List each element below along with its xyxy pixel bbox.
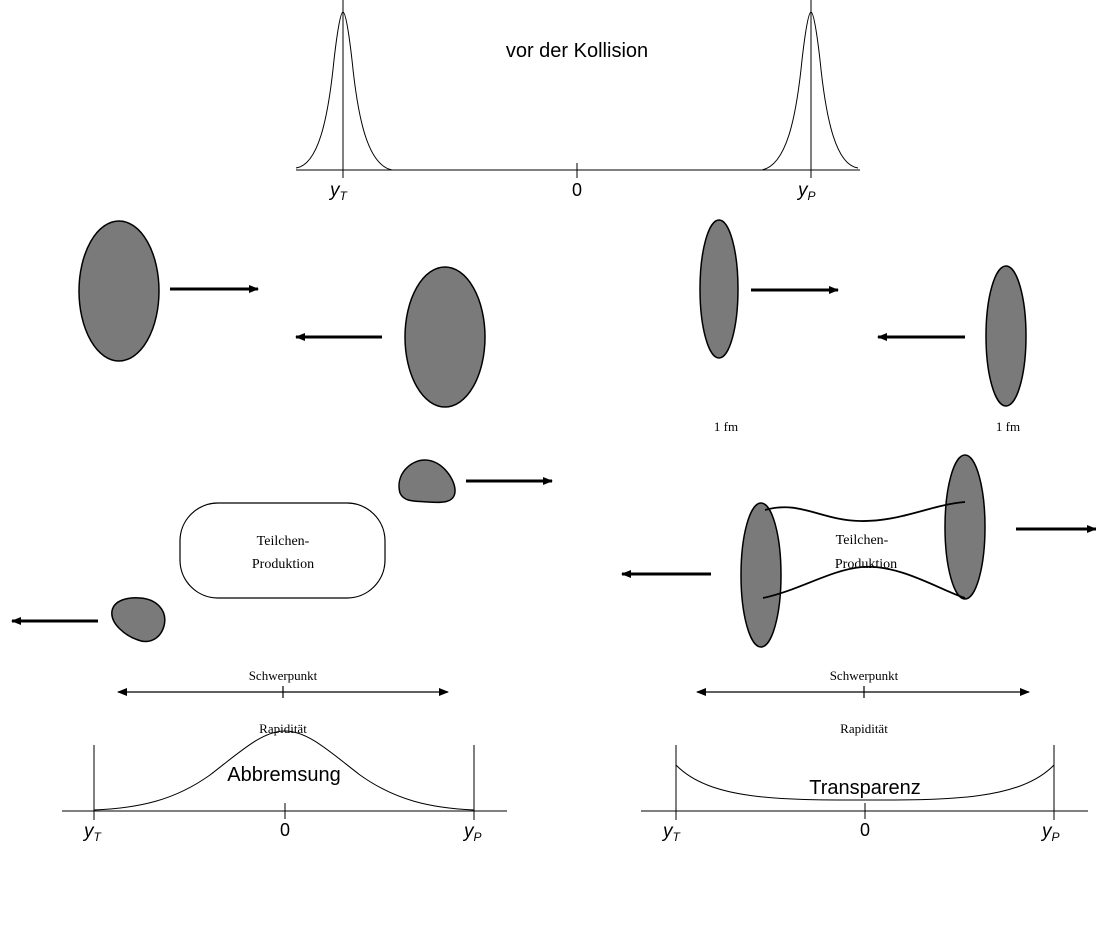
projectile-nucleus-right bbox=[985, 265, 1027, 407]
top-tick-label-yp: yP bbox=[796, 180, 816, 203]
scale-label-left: 1 fm bbox=[714, 419, 738, 434]
transparency-tick-label-yp: yP bbox=[1040, 821, 1060, 844]
stopping-title: Abbremsung bbox=[227, 764, 340, 786]
projectile-nucleus-left bbox=[404, 266, 486, 408]
production-label-line1-right: Teilchen- bbox=[836, 533, 889, 548]
transparency-plot: Transparenz yT 0 yP bbox=[641, 745, 1088, 844]
stopping-tick-label-yt: yT bbox=[82, 821, 103, 844]
left-collision-scene: Teilchen- Produktion Schwerpunkt Rapidit… bbox=[11, 459, 553, 736]
transparency-tick-label-yt: yT bbox=[661, 821, 682, 844]
cm-label-left: Schwerpunkt bbox=[249, 668, 318, 683]
top-rapidity-plot: vor der Kollision yT 0 yP bbox=[295, 0, 860, 203]
scale-label-right: 1 fm bbox=[996, 419, 1020, 434]
stopping-plot: Abbremsung yT 0 yP bbox=[62, 730, 507, 844]
string-lower bbox=[762, 565, 966, 599]
target-peak-curve bbox=[295, 11, 393, 171]
projectile-remnant-right bbox=[944, 454, 986, 600]
stopping-tick-label-yp: yP bbox=[462, 821, 482, 844]
left-approach-scene bbox=[78, 220, 486, 408]
projectile-peak-curve bbox=[761, 11, 859, 171]
top-tick-label-yt: yT bbox=[328, 180, 349, 203]
production-box-left bbox=[179, 502, 386, 599]
top-tick-label-zero: 0 bbox=[572, 180, 582, 200]
cm-label-right: Schwerpunkt bbox=[830, 668, 899, 683]
target-nucleus-right bbox=[699, 219, 739, 359]
production-label-line2-right: Produktion bbox=[835, 557, 897, 572]
target-nucleus-left bbox=[78, 220, 160, 362]
target-remnant-right bbox=[740, 502, 782, 648]
right-approach-scene: 1 fm 1 fm bbox=[699, 219, 1027, 434]
top-title: vor der Kollision bbox=[506, 40, 648, 62]
fragment-lower-left bbox=[111, 597, 166, 643]
production-label-line2-left: Produktion bbox=[252, 557, 314, 572]
stopping-curve bbox=[93, 730, 475, 811]
transparency-tick-label-zero: 0 bbox=[860, 820, 870, 840]
rapidity-label-right: Rapidität bbox=[840, 721, 888, 736]
transparency-title: Transparenz bbox=[809, 777, 921, 799]
stopping-tick-label-zero: 0 bbox=[280, 820, 290, 840]
string-upper bbox=[764, 501, 966, 522]
right-collision-scene: Teilchen- Produktion Schwerpunkt Rapidit… bbox=[621, 454, 1096, 736]
fragment-upper-left bbox=[398, 459, 456, 504]
production-label-line1-left: Teilchen- bbox=[257, 534, 310, 549]
transparency-curve bbox=[675, 764, 1055, 801]
